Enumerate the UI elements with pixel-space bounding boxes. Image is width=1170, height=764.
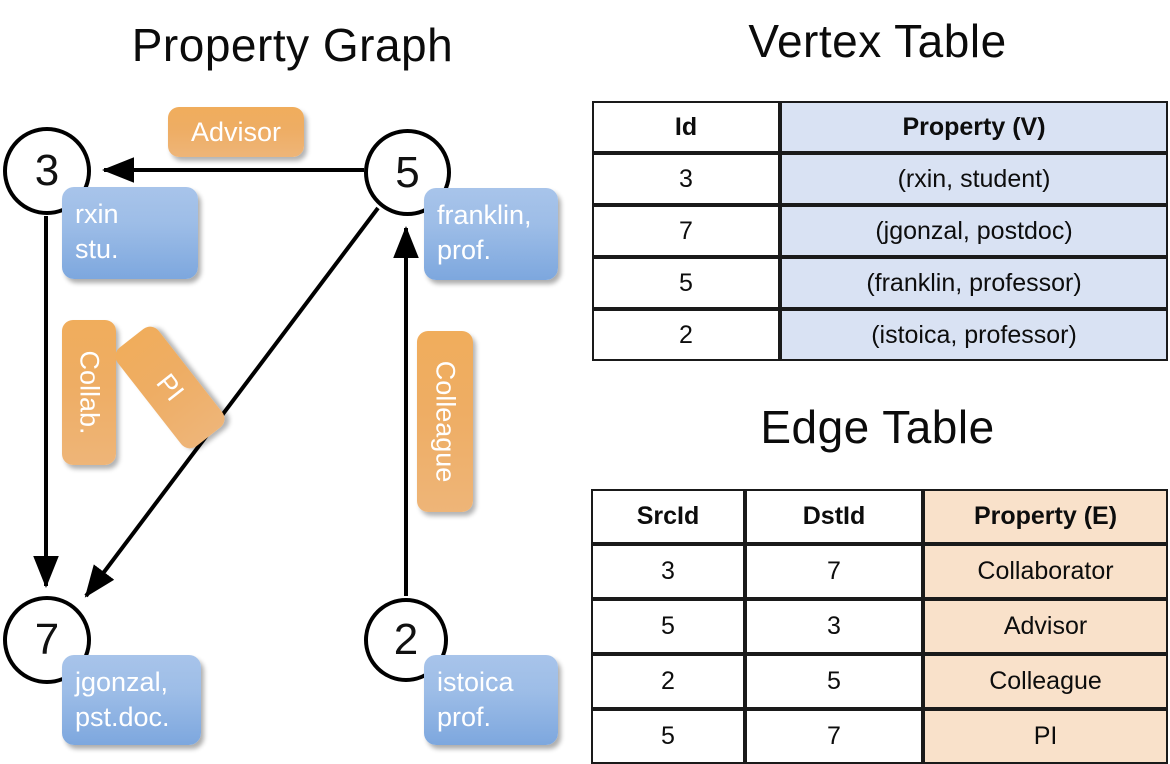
node-property-3-line1: rxin — [75, 199, 119, 229]
vertex-header-property: Property (V) — [780, 101, 1168, 153]
edge-label-colleague[interactable]: Colleague — [417, 331, 473, 512]
node-property-3-line2: stu. — [75, 233, 119, 264]
edge-line-5-to-7 — [84, 206, 380, 598]
edge-cell-dstid: 7 — [745, 709, 923, 764]
graph-node-2-label: 2 — [393, 615, 419, 664]
vertex-table: Id Property (V) 3 (rxin, student) 7 (jgo… — [592, 101, 1168, 361]
table-row[interactable]: 5 7 PI — [591, 709, 1168, 764]
table-header-row: Id Property (V) — [592, 101, 1168, 153]
vertex-cell-property: (jgonzal, postdoc) — [780, 205, 1168, 257]
vertex-header-id: Id — [592, 101, 780, 153]
node-property-7-line1: jgonzal, — [75, 667, 169, 697]
vertex-cell-id: 2 — [592, 309, 780, 361]
table-row[interactable]: 2 (istoica, professor) — [592, 309, 1168, 361]
graph-node-7-label: 7 — [34, 615, 60, 664]
edge-header-property: Property (E) — [923, 489, 1168, 544]
edge-cell-property: PI — [923, 709, 1168, 764]
table-row[interactable]: 7 (jgonzal, postdoc) — [592, 205, 1168, 257]
graph-edge-lines — [33, 157, 419, 598]
table-header-row: SrcId DstId Property (E) — [591, 489, 1168, 544]
edge-label-pi-text: PI — [150, 367, 191, 407]
graph-node-3-label: 3 — [34, 146, 60, 195]
node-property-5-line1: franklin, — [437, 200, 532, 230]
edge-cell-property: Collaborator — [923, 544, 1168, 599]
vertex-cell-id: 7 — [592, 205, 780, 257]
table-row[interactable]: 3 (rxin, student) — [592, 153, 1168, 205]
edge-label-collab-text: Collab. — [74, 350, 105, 435]
edge-table: SrcId DstId Property (E) 3 7 Collaborato… — [591, 489, 1168, 764]
edge-cell-srcid: 3 — [591, 544, 745, 599]
edge-cell-property: Colleague — [923, 654, 1168, 709]
graph-node-5-label: 5 — [395, 147, 420, 197]
edge-label-advisor-text: Advisor — [190, 116, 282, 147]
node-property-5-line2: prof. — [437, 234, 492, 265]
table-row[interactable]: 5 3 Advisor — [591, 599, 1168, 654]
edge-label-collab[interactable]: Collab. — [62, 320, 116, 465]
vertex-cell-property: (franklin, professor) — [780, 257, 1168, 309]
edge-cell-dstid: 3 — [745, 599, 923, 654]
node-property-box-5[interactable]: franklin, prof. — [424, 188, 558, 280]
vertex-cell-id: 5 — [592, 257, 780, 309]
page-title-vertex-table: Vertex Table — [748, 15, 1007, 67]
graph-node-5[interactable]: 5 — [364, 129, 451, 216]
edge-header-dstid: DstId — [745, 489, 923, 544]
edge-cell-srcid: 2 — [591, 654, 745, 709]
edge-header-srcid: SrcId — [591, 489, 745, 544]
node-property-box-2[interactable]: istoica prof. — [424, 655, 558, 745]
vertex-cell-property: (rxin, student) — [780, 153, 1168, 205]
vertex-cell-property: (istoica, professor) — [780, 309, 1168, 361]
table-row[interactable]: 5 (franklin, professor) — [592, 257, 1168, 309]
edge-cell-srcid: 5 — [591, 599, 745, 654]
edge-cell-dstid: 7 — [745, 544, 923, 599]
edge-label-colleague-text: Colleague — [430, 360, 461, 483]
edge-cell-dstid: 5 — [745, 654, 923, 709]
table-row[interactable]: 2 5 Colleague — [591, 654, 1168, 709]
graph-node-2[interactable]: 2 — [364, 598, 448, 682]
page-title-property-graph: Property Graph — [131, 19, 454, 71]
edge-label-advisor[interactable]: Advisor — [168, 107, 304, 157]
node-property-box-7[interactable]: jgonzal, pst.doc. — [62, 655, 201, 745]
page-title-edge-table: Edge Table — [760, 401, 995, 453]
vertex-cell-id: 3 — [592, 153, 780, 205]
property-graph-diagram: 3 5 7 2 rxin stu. franklin, prof. jgonza… — [0, 0, 585, 760]
edge-cell-srcid: 5 — [591, 709, 745, 764]
node-property-box-3[interactable]: rxin stu. — [62, 187, 198, 279]
edge-cell-property: Advisor — [923, 599, 1168, 654]
node-property-2-line1: istoica — [437, 667, 514, 697]
table-row[interactable]: 3 7 Collaborator — [591, 544, 1168, 599]
node-property-7-line2: pst.doc. — [75, 701, 170, 732]
node-property-2-line2: prof. — [437, 701, 492, 732]
